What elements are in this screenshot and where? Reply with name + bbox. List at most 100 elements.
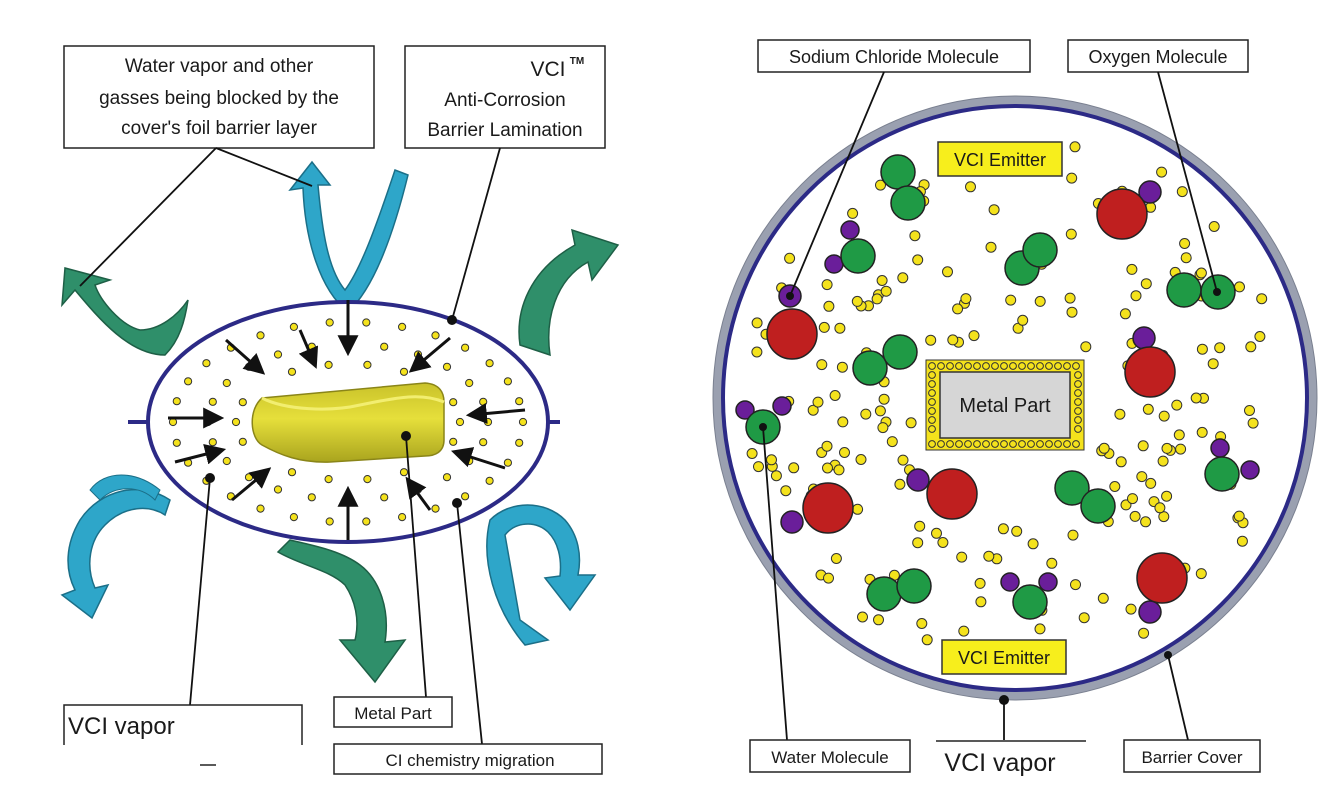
leader-oxygen — [1157, 71, 1218, 293]
vapor-dot — [208, 397, 217, 406]
leader-water — [762, 426, 788, 741]
vapor-dot — [1126, 263, 1138, 275]
vapor-dot — [1063, 440, 1071, 448]
escaping-gas-arrows — [60, 160, 620, 684]
vapor-dot — [380, 493, 389, 502]
vapor-dot — [1009, 440, 1017, 448]
vapor-dot — [222, 456, 231, 466]
vapor-dot — [256, 331, 265, 340]
vapor-dot — [988, 204, 1000, 216]
vapor-dot — [851, 295, 863, 307]
vapor-dot — [877, 422, 889, 434]
vapor-dot — [937, 440, 945, 448]
vapor-dot — [818, 321, 830, 333]
vapor-dot — [788, 462, 800, 474]
gas-arrow-lower-right — [486, 504, 597, 646]
vapor-dot — [1064, 292, 1076, 304]
vapor-dot — [1115, 456, 1127, 468]
vapor-dot — [914, 520, 926, 532]
emitter-bottom-box — [941, 639, 1067, 675]
oxygen-atom — [882, 334, 918, 370]
vapor-dot — [399, 468, 409, 477]
vapor-dot — [746, 448, 758, 459]
vapor-dot — [946, 440, 954, 448]
leader-right-vapor-dot — [999, 695, 1009, 705]
vapor-dot — [880, 285, 892, 297]
hydrogen-atom — [1210, 438, 1230, 458]
label-migration-text: CI chemistry migration — [385, 751, 554, 770]
vapor-dot — [325, 517, 334, 526]
vapor-dot — [1175, 443, 1187, 455]
vapor-dot — [1208, 221, 1220, 232]
hydrogen-atom — [735, 400, 755, 420]
vapor-dot — [1171, 399, 1183, 411]
vapor-dot — [982, 440, 990, 448]
vapor-dot — [1114, 408, 1126, 420]
vapor-dot — [876, 275, 888, 286]
vapor-dot — [968, 330, 980, 342]
vapor-dot — [449, 398, 458, 407]
sodium-atom — [1124, 346, 1176, 398]
vapor-dot — [1161, 442, 1173, 454]
vapor-dot — [897, 454, 909, 466]
oxygen-atom — [866, 576, 902, 612]
vapor-dot — [485, 476, 494, 485]
vapor-dot — [1256, 293, 1268, 305]
vapor-dot — [925, 334, 937, 346]
vapor-dot — [1119, 308, 1131, 320]
vapor-dot — [442, 473, 452, 482]
vapor-dot — [830, 553, 842, 564]
leader-sodium-dot — [786, 292, 794, 300]
vapor-dot — [1109, 481, 1121, 492]
vapor-dot — [751, 317, 763, 329]
vapor-dot — [287, 468, 297, 477]
vapor-dot — [449, 437, 458, 446]
vapor-dot — [928, 380, 936, 388]
leader-migration-dot — [452, 498, 462, 508]
label-right-vapor-text: VCI vapor — [944, 749, 1055, 777]
vapor-dot — [852, 503, 864, 515]
sodium-atom — [802, 482, 854, 534]
vapor-dot — [956, 551, 968, 563]
vapor-dot — [1180, 252, 1192, 264]
vapor-dot — [894, 478, 906, 490]
gas-arrow-lower-left — [60, 488, 171, 620]
vapor-dot — [1011, 525, 1023, 537]
oxygen-atom — [880, 154, 916, 190]
vapor-dot — [503, 458, 512, 467]
label-metal-box — [333, 696, 453, 728]
vapor-dot — [1142, 403, 1154, 415]
vapor-dot — [1036, 440, 1044, 448]
vapor-dot — [1009, 362, 1017, 370]
vapor-dot — [985, 241, 997, 253]
vapor-dot — [399, 367, 409, 376]
vapor-dot — [515, 397, 524, 406]
vapor-dot — [1066, 172, 1078, 184]
vapor-dot — [1245, 341, 1257, 353]
vapor-dot — [1244, 405, 1255, 416]
vapor-dot — [770, 470, 782, 482]
vapor-dot — [753, 461, 764, 473]
vapor-dot — [238, 437, 247, 446]
vapor-dot — [1176, 186, 1188, 198]
vapor-dot — [431, 331, 440, 340]
vapor-dot — [1137, 440, 1149, 452]
sodium-atom — [1096, 188, 1148, 240]
vapor-dot — [479, 438, 488, 447]
vapor-dot — [1214, 342, 1226, 354]
vapor-dot — [823, 300, 835, 312]
vapor-dot — [1054, 440, 1062, 448]
vapor-dot — [947, 334, 959, 346]
vapor-dot — [1074, 398, 1082, 406]
vapor-dot — [398, 322, 407, 331]
callout-lamination-box — [404, 45, 606, 149]
vapor-dot — [871, 293, 883, 305]
vapor-dot — [952, 303, 964, 315]
vapor-dot — [184, 377, 193, 386]
vapor-dot — [244, 473, 254, 482]
vapor-dot — [461, 343, 470, 352]
vapor-dot — [937, 537, 949, 548]
left-panel: Water vapor and other gasses being block… — [60, 45, 620, 775]
vapor-dot — [860, 408, 872, 420]
callout-lamination-line-2: Barrier Lamination — [427, 120, 582, 141]
